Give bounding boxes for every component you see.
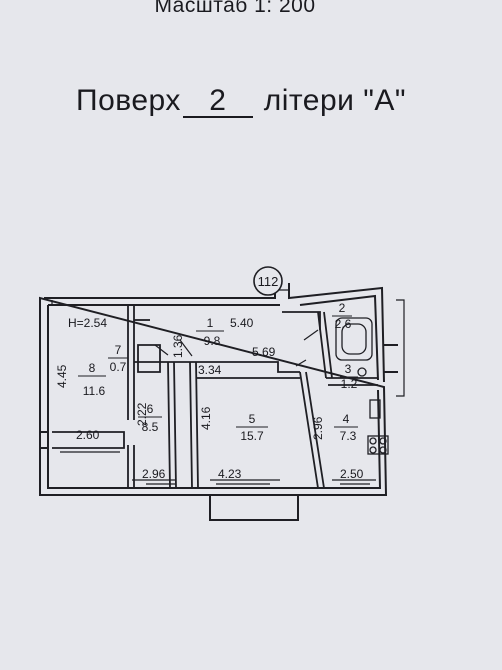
dim-2-60: 2.60 <box>76 428 100 442</box>
dim-4-45: 4.45 <box>55 364 69 388</box>
floor-suffix: літери "А" <box>263 84 407 117</box>
room-7-area: 0.7 <box>110 360 127 374</box>
room-6-number: 6 <box>147 402 154 416</box>
building-number: 112 <box>258 274 279 289</box>
room-2-number: 2 <box>339 301 346 315</box>
room-4-number: 4 <box>343 412 350 426</box>
room-7-number: 7 <box>115 343 122 357</box>
dim-1-36: 1.36 <box>171 334 185 358</box>
room-2-area: 2.6 <box>335 317 352 331</box>
room-4-area: 7.3 <box>340 429 357 443</box>
door-openings <box>51 289 405 485</box>
floor-number: 2 <box>182 86 253 118</box>
dim-2-96-vertical: 2.96 <box>311 416 325 440</box>
room-3-area: 1.2 <box>341 377 358 391</box>
room-6-area: 8.5 <box>142 420 159 434</box>
room-1-number: 1 <box>207 316 214 330</box>
dim-5-69: 5.69 <box>252 345 276 359</box>
room-8-number: 8 <box>89 361 96 375</box>
dim-2-50: 2.50 <box>340 467 364 481</box>
building-number-marker <box>253 266 283 296</box>
bathroom-fixtures <box>335 317 389 455</box>
dim-5-40: 5.40 <box>230 316 254 330</box>
dimension-labels: 1.36 5.40 5.69 3.34 4.45 2.22 4.16 2.96 … <box>55 316 364 481</box>
room-5-area: 15.7 <box>240 429 264 443</box>
outer-walls <box>39 283 398 521</box>
interior-walls <box>52 305 378 489</box>
dim-2-22: 2.22 <box>135 402 149 426</box>
scale-label: Масштаб 1: 200 <box>154 0 316 17</box>
dim-4-23: 4.23 <box>218 467 242 481</box>
dim-3-34: 3.34 <box>198 363 222 377</box>
room-labels: 1 9.8 2 2.6 3 1.2 4 7.3 5 15.7 6 8.5 7 0… <box>78 301 358 443</box>
dim-4-16: 4.16 <box>199 406 213 430</box>
room-8-area: 11.6 <box>83 384 106 398</box>
room-3-number: 3 <box>345 362 352 376</box>
room-1-area: 9.8 <box>204 334 221 348</box>
floor-prefix: Поверх <box>76 84 181 117</box>
ceiling-height: H=2.54 <box>68 316 107 330</box>
dim-2-96-bottom: 2.96 <box>142 467 166 481</box>
room-5-number: 5 <box>249 412 256 426</box>
